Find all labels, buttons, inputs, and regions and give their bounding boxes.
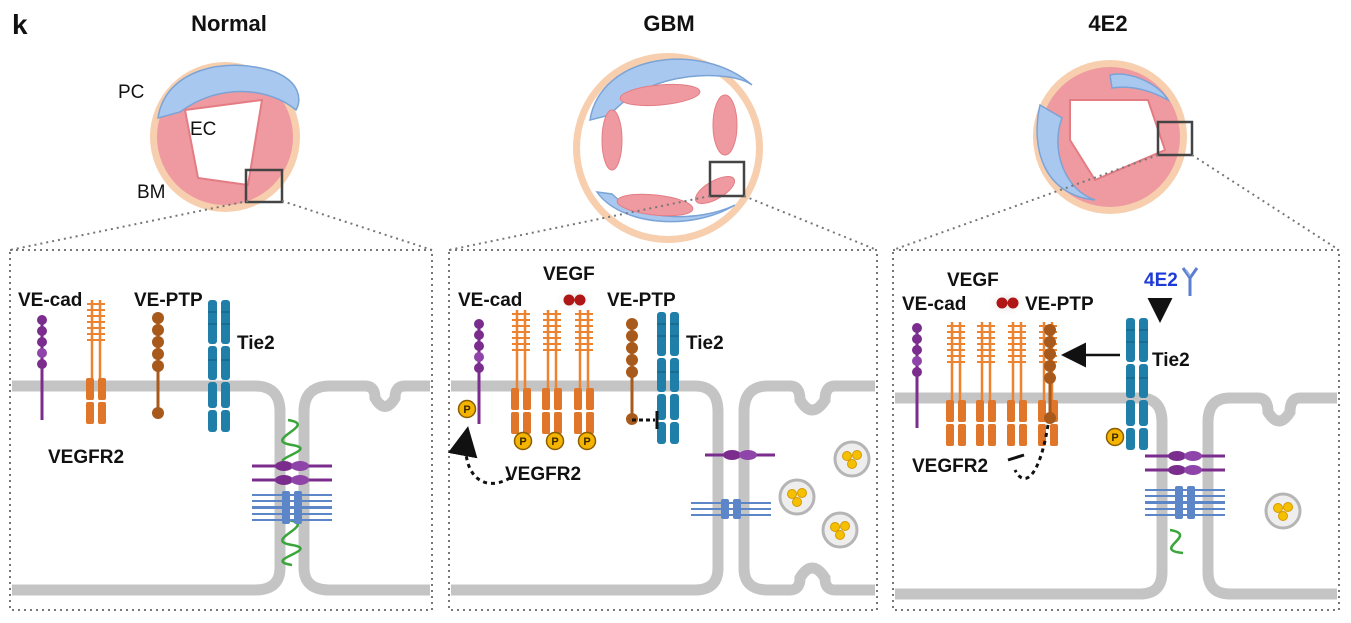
label-vegf-gbm: VEGF [543, 264, 595, 285]
svg-text:P: P [583, 436, 590, 448]
label-vegfr2-gbm: VEGFR2 [505, 464, 581, 485]
vessel-gbm [573, 53, 763, 243]
label-veptp-4e2: VE-PTP [1025, 294, 1094, 315]
vegf-dimer-icon [563, 294, 575, 306]
panel-gbm: GBM VEGF [447, 11, 878, 611]
label-tie2-gbm: Tie2 [686, 333, 724, 354]
label-pc: PC [118, 82, 144, 103]
svg-text:P: P [551, 436, 558, 448]
panel-letter: k [12, 9, 28, 40]
label-veptp-normal: VE-PTP [134, 290, 203, 311]
panel-title-gbm: GBM [643, 11, 694, 36]
label-tie2-4e2: Tie2 [1152, 350, 1190, 371]
panel-normal: Normal PC EC BM VE-cad [9, 11, 433, 611]
label-vecad-gbm: VE-cad [458, 290, 522, 311]
label-tie2-normal: Tie2 [237, 333, 275, 354]
panel-4e2: 4E2 VEGF 4E2 [892, 11, 1340, 611]
vessel-normal [150, 62, 300, 212]
label-antibody-4e2: 4E2 [1144, 270, 1178, 291]
label-vegfr2-normal: VEGFR2 [48, 447, 124, 468]
svg-text:P: P [1111, 432, 1118, 444]
panel-title-4e2: 4E2 [1088, 11, 1127, 36]
svg-text:P: P [463, 404, 470, 416]
antibody-icon [1181, 267, 1199, 296]
label-vecad-4e2: VE-cad [902, 294, 966, 315]
phospho-icon-4e2 [1105, 427, 1125, 447]
vessel-4e2 [1033, 60, 1194, 214]
phospho-icon: P P P P [457, 399, 597, 451]
label-veptp-gbm: VE-PTP [607, 290, 676, 311]
label-vegfr2-4e2: VEGFR2 [912, 456, 988, 477]
label-bm: BM [137, 182, 166, 203]
label-vecad-normal: VE-cad [18, 290, 82, 311]
panel-title-normal: Normal [191, 11, 267, 36]
label-ec: EC [190, 119, 216, 140]
label-vegf-4e2: VEGF [947, 270, 999, 291]
svg-text:P: P [519, 436, 526, 448]
